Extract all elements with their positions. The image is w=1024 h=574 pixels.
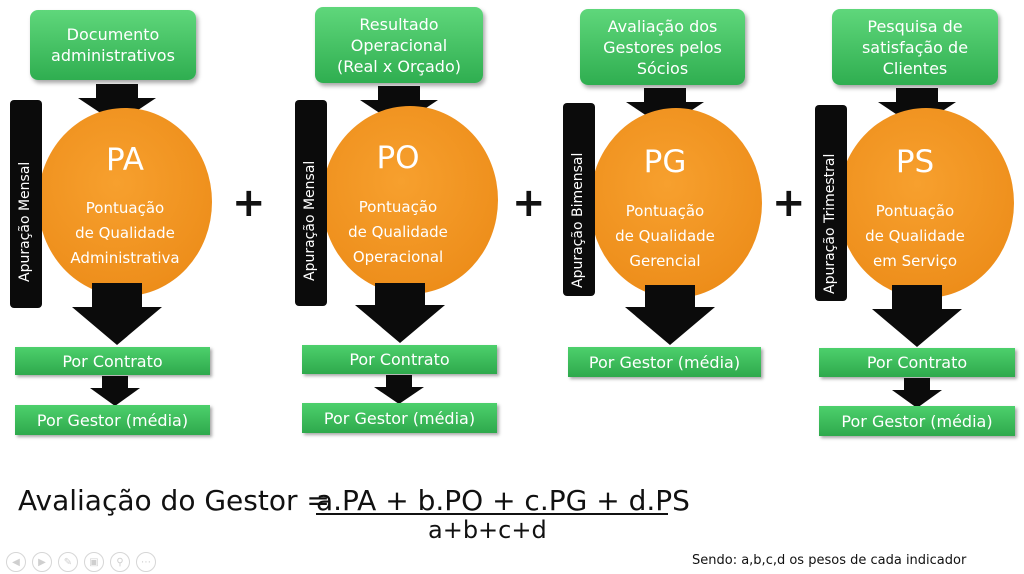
source-line: Avaliação dos [607, 16, 718, 36]
source-line: (Real x Orçado) [337, 56, 461, 76]
down-arrow-icon [625, 285, 715, 345]
desc-line: Pontuação [875, 202, 955, 220]
down-arrow-icon [90, 376, 140, 406]
source-line: Operacional [350, 35, 448, 55]
desc-line: de Qualidade [75, 224, 175, 242]
indicator-desc-pg: Pontuação de Qualidade Gerencial [590, 199, 740, 274]
result-box-pg-gestor: Por Gestor (média) [568, 347, 761, 377]
desc-line: Operacional [352, 248, 444, 266]
forward-icon[interactable]: ▶ [32, 552, 52, 572]
zoom-icon[interactable]: ⚲ [110, 552, 130, 572]
plus-operator: + [512, 180, 546, 226]
desc-line: Gerencial [629, 252, 701, 270]
result-box-pa-gestor: Por Gestor (média) [15, 405, 210, 435]
source-box-pg: Avaliação dos Gestores pelos Sócios [580, 9, 745, 85]
source-line: Pesquisa de [867, 16, 963, 36]
source-line: satisfação de [861, 37, 969, 57]
weights-note: Sendo: a,b,c,d os pesos de cada indicado… [692, 553, 967, 568]
indicator-circle-po [322, 106, 498, 294]
period-label-po: Apuração Mensal [302, 160, 318, 281]
indicator-code-po: PO [376, 140, 420, 176]
more-icon[interactable]: ⋯ [136, 552, 156, 572]
indicator-desc-ps: Pontuação de Qualidade em Serviço [838, 199, 992, 274]
plus-operator: + [772, 180, 806, 226]
source-box-ps: Pesquisa de satisfação de Clientes [832, 9, 998, 85]
down-arrow-icon [355, 283, 445, 343]
period-label-pg: Apuração Bimensal [570, 152, 586, 288]
indicator-desc-po: Pontuação de Qualidade Operacional [322, 195, 474, 270]
result-box-ps-gestor: Por Gestor (média) [819, 406, 1015, 436]
desc-line: de Qualidade [615, 227, 715, 245]
period-bar-pa [10, 100, 42, 308]
source-box-po: Resultado Operacional (Real x Orçado) [315, 7, 483, 83]
source-box-pa: Documento administrativos [30, 10, 196, 80]
desc-line: de Qualidade [865, 227, 965, 245]
formula-numerator: a.PA + b.PO + c.PG + d.PS [316, 484, 690, 517]
desc-line: Administrativa [70, 249, 180, 267]
period-bar-ps [815, 105, 847, 301]
source-line: Resultado [359, 14, 439, 34]
indicator-code-pa: PA [106, 142, 144, 178]
source-line: Clientes [882, 58, 948, 78]
fraction-bar [316, 513, 668, 515]
desc-line: em Serviço [873, 252, 957, 270]
back-icon[interactable]: ◀ [6, 552, 26, 572]
indicator-circle-pg [590, 108, 762, 298]
slides-icon[interactable]: ▣ [84, 552, 104, 572]
down-arrow-icon [72, 283, 162, 345]
desc-line: Pontuação [85, 199, 165, 217]
desc-line: de Qualidade [348, 223, 448, 241]
plus-operator: + [232, 180, 266, 226]
indicator-desc-pa: Pontuação de Qualidade Administrativa [38, 196, 212, 271]
indicator-code-ps: PS [895, 144, 935, 180]
down-arrow-icon [78, 84, 156, 124]
down-arrow-icon [872, 285, 962, 347]
period-label-ps: Apuração Trimestral [822, 153, 838, 294]
source-line: Sócios [636, 58, 689, 78]
result-box-ps-contrato: Por Contrato [819, 348, 1015, 377]
source-line: Gestores pelos [603, 37, 722, 57]
down-arrow-icon [374, 375, 424, 404]
result-box-po-gestor: Por Gestor (média) [302, 403, 497, 433]
formula-lhs: Avaliação do Gestor = [18, 484, 330, 517]
indicator-circle-ps [838, 108, 1014, 298]
source-line: Documento [66, 25, 160, 44]
formula-denominator: a+b+c+d [428, 516, 547, 544]
pen-icon[interactable]: ✎ [58, 552, 78, 572]
source-line: administrativos [51, 46, 175, 65]
period-bar-pg [563, 103, 595, 296]
result-box-po-contrato: Por Contrato [302, 345, 497, 374]
indicator-code-pg: PG [643, 144, 687, 180]
desc-line: Pontuação [625, 202, 705, 220]
period-bar-po [295, 100, 327, 306]
result-box-pa-contrato: Por Contrato [15, 347, 210, 375]
down-arrow-icon [892, 378, 942, 408]
period-label-pa: Apuração Mensal [17, 161, 33, 282]
indicator-circle-pa [38, 108, 212, 296]
desc-line: Pontuação [358, 198, 438, 216]
